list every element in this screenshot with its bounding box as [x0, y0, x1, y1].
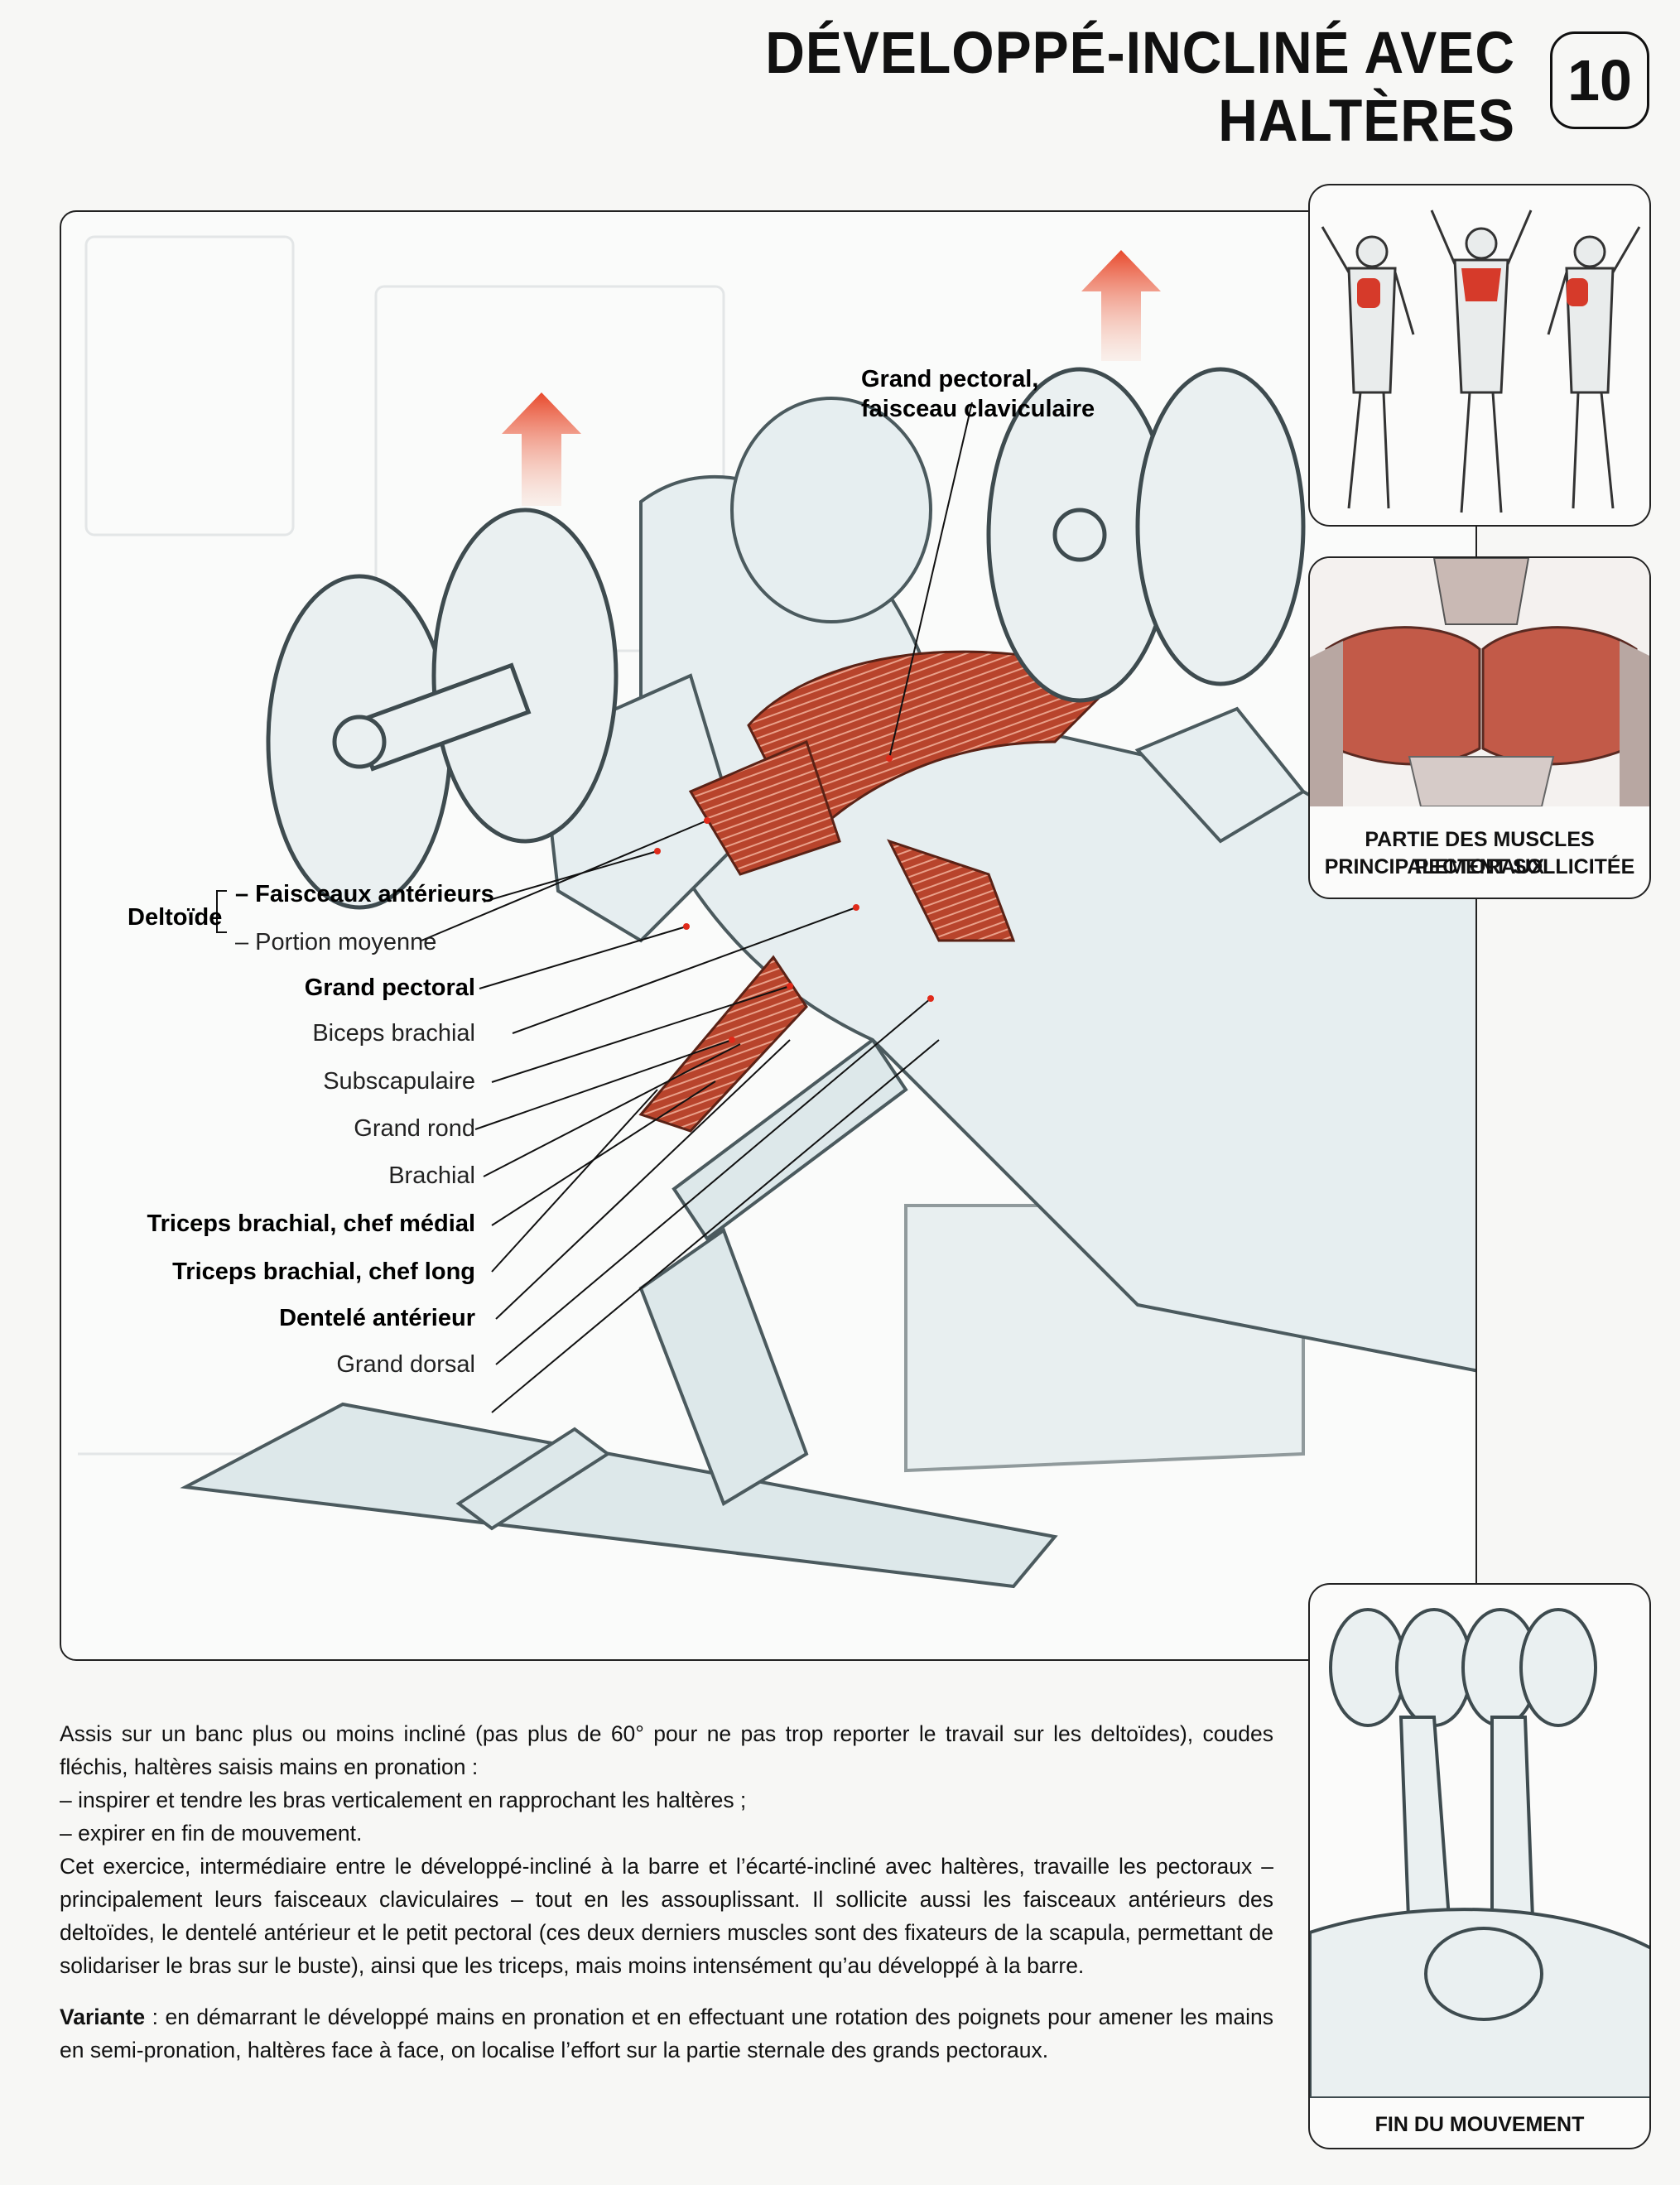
label-brachial: Brachial: [388, 1162, 475, 1189]
end-movement-drawing: [1310, 1608, 1649, 2098]
description-paragraph-effects: Cet exercice, intermédiaire entre le dév…: [60, 1854, 1273, 1978]
label-grand-pectoral: Grand pectoral: [304, 975, 475, 1001]
variante-text: : en démarrant le développé mains en pro…: [60, 2005, 1273, 2062]
description-step-inhale: – inspirer et tendre les bras verticalem…: [60, 1788, 747, 1812]
body-figures-drawing: [1321, 209, 1641, 513]
label-triceps-medial: Triceps brachial, chef médial: [147, 1210, 476, 1237]
description-paragraph-setup: Assis sur un banc plus ou moins incliné …: [60, 1721, 1273, 1779]
main-illustration: Deltoïde – Faisceaux antérieurs – Portio…: [60, 210, 1477, 1661]
label-dentele-anterieur: Dentelé antérieur: [279, 1305, 475, 1331]
page-number: 10: [1550, 31, 1649, 129]
label-pectoral-claviculaire-2: faisceau claviculaire: [861, 396, 1095, 422]
label-subscapulaire: Subscapulaire: [323, 1068, 475, 1095]
muscles-caption-line-1: PARTIE DES MUSCLES PECTORAUX: [1365, 828, 1595, 878]
description-step-exhale: – expirer en fin de mouvement.: [60, 1821, 363, 1846]
label-grand-dorsal: Grand dorsal: [336, 1351, 475, 1378]
label-portion-moyenne: – Portion moyenne: [235, 929, 437, 955]
side-panel-pectoral-muscles: PARTIE DES MUSCLES PECTORAUX PRINCIPALEM…: [1308, 556, 1651, 899]
label-pectoral-claviculaire-1: Grand pectoral,: [861, 366, 1039, 392]
description-variante: Variante : en démarrant le développé mai…: [60, 2000, 1273, 2067]
muscles-caption-line-2: PRINCIPALEMENT SOLLICITÉE: [1324, 855, 1635, 878]
end-movement-caption: FIN DU MOUVEMENT: [1374, 2113, 1585, 2136]
exercise-drawing: [78, 235, 1475, 1589]
label-grand-rond: Grand rond: [354, 1115, 475, 1142]
label-faisceaux-anterieurs: – Faisceaux antérieurs: [235, 881, 494, 907]
variante-label: Variante: [60, 2005, 146, 2029]
side-panel-body-figures: [1308, 184, 1651, 527]
label-triceps-long: Triceps brachial, chef long: [172, 1259, 475, 1285]
label-deltoide: Deltoïde: [128, 904, 223, 931]
side-panel-end-movement: FIN DU MOUVEMENT: [1308, 1583, 1651, 2149]
label-biceps-brachial: Biceps brachial: [312, 1020, 475, 1047]
pectoral-muscles-drawing: [1310, 558, 1649, 806]
description-text: Assis sur un banc plus ou moins incliné …: [60, 1717, 1273, 2067]
page-title: DÉVELOPPÉ-INCLINÉ AVEC HALTÈRES: [765, 18, 1515, 153]
